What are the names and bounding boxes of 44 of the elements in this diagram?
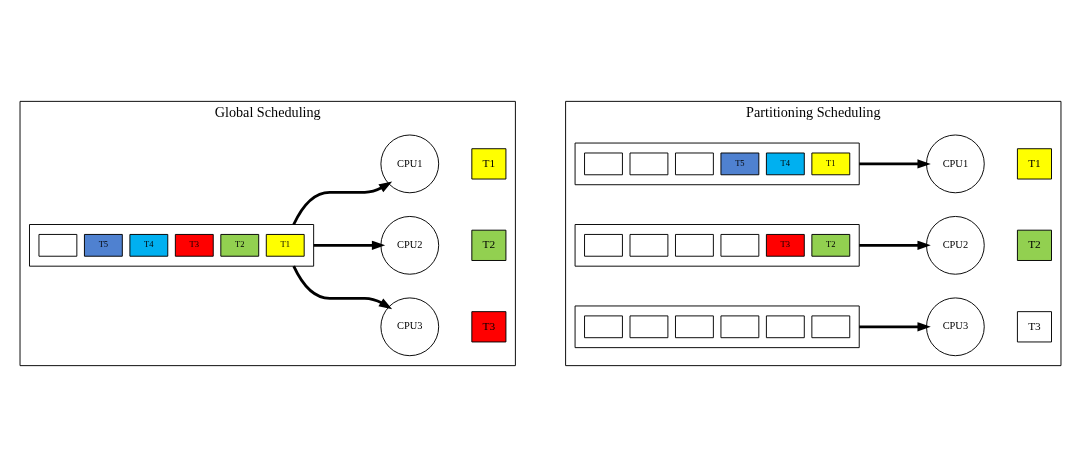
node-box: T1 — [265, 233, 305, 257]
node-circle: CPU1 — [926, 134, 985, 193]
node-box: T4 — [765, 152, 805, 175]
node-box: T2 — [220, 233, 260, 257]
node-box — [811, 314, 851, 338]
arrow — [859, 158, 931, 169]
node-circle: CPU2 — [926, 215, 985, 275]
node-box — [584, 152, 623, 175]
node-box: T3 — [471, 310, 507, 342]
cluster — [574, 305, 860, 348]
node-box: T5 — [83, 233, 123, 257]
node-box: T1 — [1016, 147, 1052, 179]
node-box — [765, 314, 805, 338]
node-box — [675, 233, 714, 257]
node-box — [720, 314, 760, 338]
node-box: T4 — [129, 233, 169, 257]
node-box — [675, 314, 714, 338]
node-circle: CPU2 — [380, 215, 440, 275]
cluster — [574, 223, 860, 267]
cluster — [29, 223, 315, 267]
node-box: T3 — [765, 233, 805, 257]
arrow — [859, 240, 931, 250]
arrow — [313, 240, 386, 250]
node-box — [629, 233, 669, 257]
node-box: T1 — [471, 147, 507, 179]
node-box: T2 — [471, 229, 507, 261]
node-box: T3 — [1016, 310, 1052, 342]
arrow — [292, 180, 393, 225]
node-box — [38, 233, 78, 257]
node-circle: CPU3 — [926, 296, 985, 356]
node-box — [584, 314, 623, 338]
node-box: T1 — [811, 152, 851, 175]
node-box — [629, 152, 669, 175]
cluster — [574, 142, 860, 185]
arrow — [859, 321, 931, 331]
node-box — [584, 233, 623, 257]
node-box — [720, 233, 760, 257]
node-box: T3 — [174, 233, 214, 257]
node-box — [675, 152, 714, 175]
node-box: T5 — [720, 152, 760, 175]
node-box: T2 — [811, 233, 851, 257]
node-box — [629, 314, 669, 338]
node-box: T2 — [1016, 229, 1052, 261]
arrow — [292, 265, 393, 309]
